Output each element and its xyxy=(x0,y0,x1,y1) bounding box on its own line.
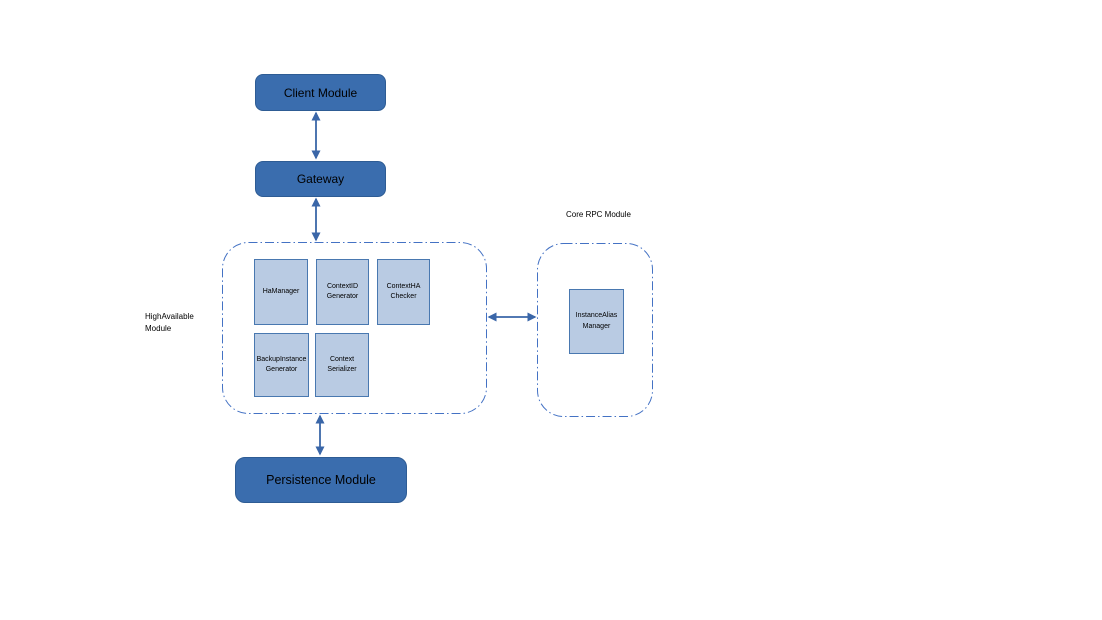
context-ha-checker-box: ContextHA Checker xyxy=(377,259,430,325)
high-available-module-label: HighAvailable Module xyxy=(145,312,194,333)
client-module-node: Client Module xyxy=(255,74,386,111)
backup-instance-generator-box: BackupInstance Generator xyxy=(254,333,309,397)
ha-manager-box: HaManager xyxy=(254,259,308,325)
persistence-module-node: Persistence Module xyxy=(235,457,407,503)
context-id-generator-box: ContextID Generator xyxy=(316,259,369,325)
context-serializer-box: Context Serializer xyxy=(315,333,369,397)
core-rpc-module-label: Core RPC Module xyxy=(566,210,631,219)
gateway-node: Gateway xyxy=(255,161,386,197)
instance-alias-manager-box: InstanceAlias Manager xyxy=(569,289,624,354)
